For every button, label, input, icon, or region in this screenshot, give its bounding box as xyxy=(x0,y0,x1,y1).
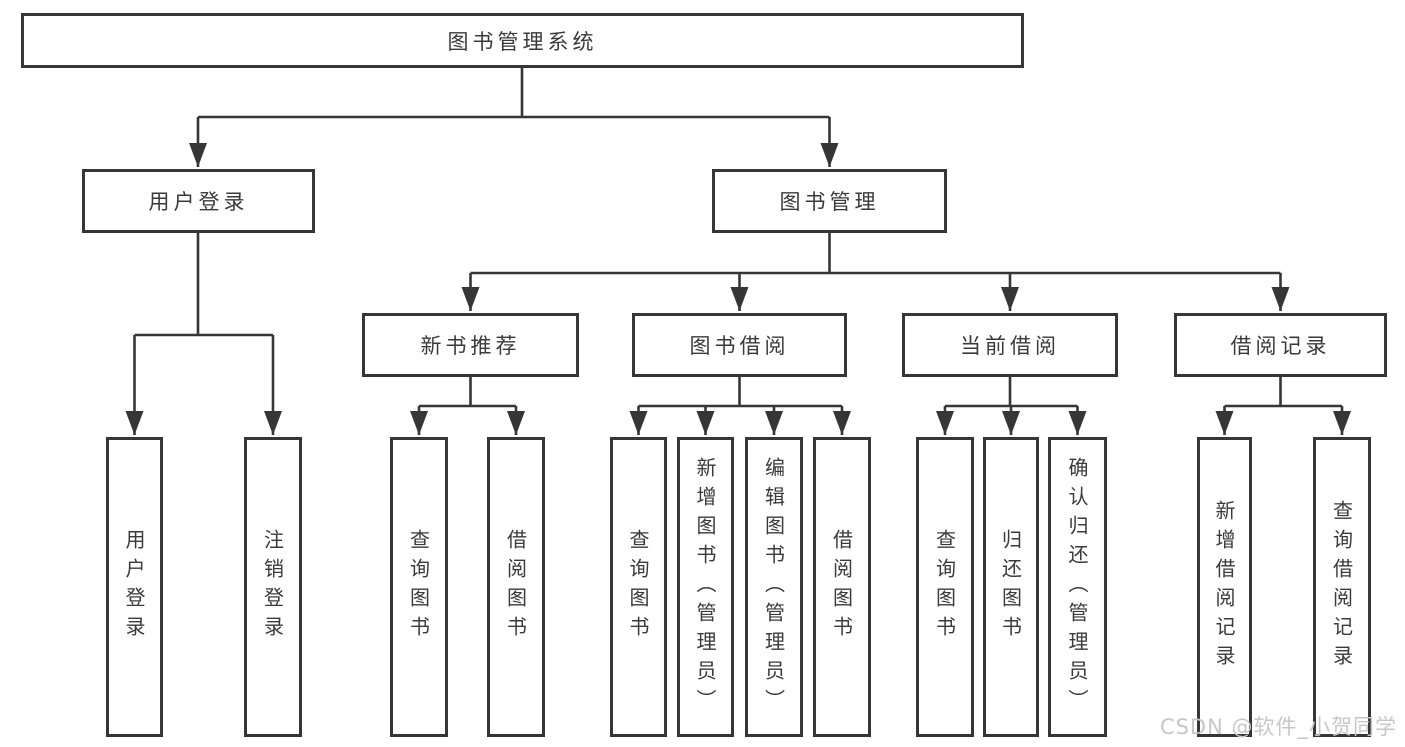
node-label: 用户登录 xyxy=(148,190,249,214)
connector-root-to-level2 xyxy=(189,68,839,167)
leaf-borrowing-query-books: 查询图书 xyxy=(610,437,667,737)
leaf-borrowing-add-books-admin: 新增图书（管理员） xyxy=(677,437,734,737)
node-label: 查询图书 xyxy=(406,529,431,645)
leaf-newbook-borrow-books: 借阅图书 xyxy=(487,437,545,737)
node-label: 借阅记录 xyxy=(1230,334,1331,358)
node-label: 注销登录 xyxy=(260,529,285,645)
node-label: 图书管理 xyxy=(779,190,880,214)
connector-new-book-children xyxy=(410,377,525,435)
watermark-text: CSDN @软件_小贺同学 xyxy=(1159,715,1397,739)
node-label: 编辑图书（管理员） xyxy=(761,456,786,718)
leaf-user-login: 用户登录 xyxy=(106,437,163,737)
node-label: 新增借阅记录 xyxy=(1212,500,1236,674)
node-label: 归还图书 xyxy=(998,529,1023,645)
node-book-management-system: 图书管理系统 xyxy=(21,13,1024,68)
node-book-borrowing: 图书借阅 xyxy=(632,313,847,377)
node-new-book-recommend: 新书推荐 xyxy=(362,313,579,377)
node-current-borrowing: 当前借阅 xyxy=(902,313,1118,377)
node-label: 新增图书（管理员） xyxy=(693,456,717,718)
node-book-management: 图书管理 xyxy=(712,169,947,233)
leaf-current-return-books: 归还图书 xyxy=(983,437,1039,737)
node-label: 查询借阅记录 xyxy=(1329,500,1354,674)
node-user-login: 用户登录 xyxy=(82,169,315,233)
node-label: 用户登录 xyxy=(122,529,146,645)
node-borrowing-records: 借阅记录 xyxy=(1174,313,1387,377)
connector-user-login-children xyxy=(125,233,282,435)
leaf-borrowing-borrow-books: 借阅图书 xyxy=(813,437,871,737)
node-label: 新书推荐 xyxy=(420,334,521,358)
node-label: 确认归还（管理员） xyxy=(1065,456,1089,718)
leaf-record-add-borrow-record: 新增借阅记录 xyxy=(1197,437,1252,737)
leaf-record-query-borrow-record: 查询借阅记录 xyxy=(1313,437,1371,737)
node-label: 图书借阅 xyxy=(689,334,790,358)
node-label: 查询图书 xyxy=(932,529,957,645)
leaf-current-confirm-return-admin: 确认归还（管理员） xyxy=(1048,437,1107,737)
leaf-logout: 注销登录 xyxy=(244,437,302,737)
leaf-borrowing-edit-books-admin: 编辑图书（管理员） xyxy=(745,437,803,737)
node-label: 借阅图书 xyxy=(829,529,854,645)
node-label: 图书管理系统 xyxy=(447,29,598,54)
node-label: 借阅图书 xyxy=(503,529,528,645)
connector-current-borrow-children xyxy=(936,377,1087,435)
leaf-current-query-books: 查询图书 xyxy=(916,437,974,737)
connector-borrow-record-children xyxy=(1215,377,1351,435)
connector-book-borrow-children xyxy=(629,377,851,435)
node-label: 查询图书 xyxy=(626,529,650,645)
node-label: 当前借阅 xyxy=(960,334,1060,358)
connector-book-management-children xyxy=(461,233,1290,311)
leaf-newbook-query-books: 查询图书 xyxy=(390,437,448,737)
